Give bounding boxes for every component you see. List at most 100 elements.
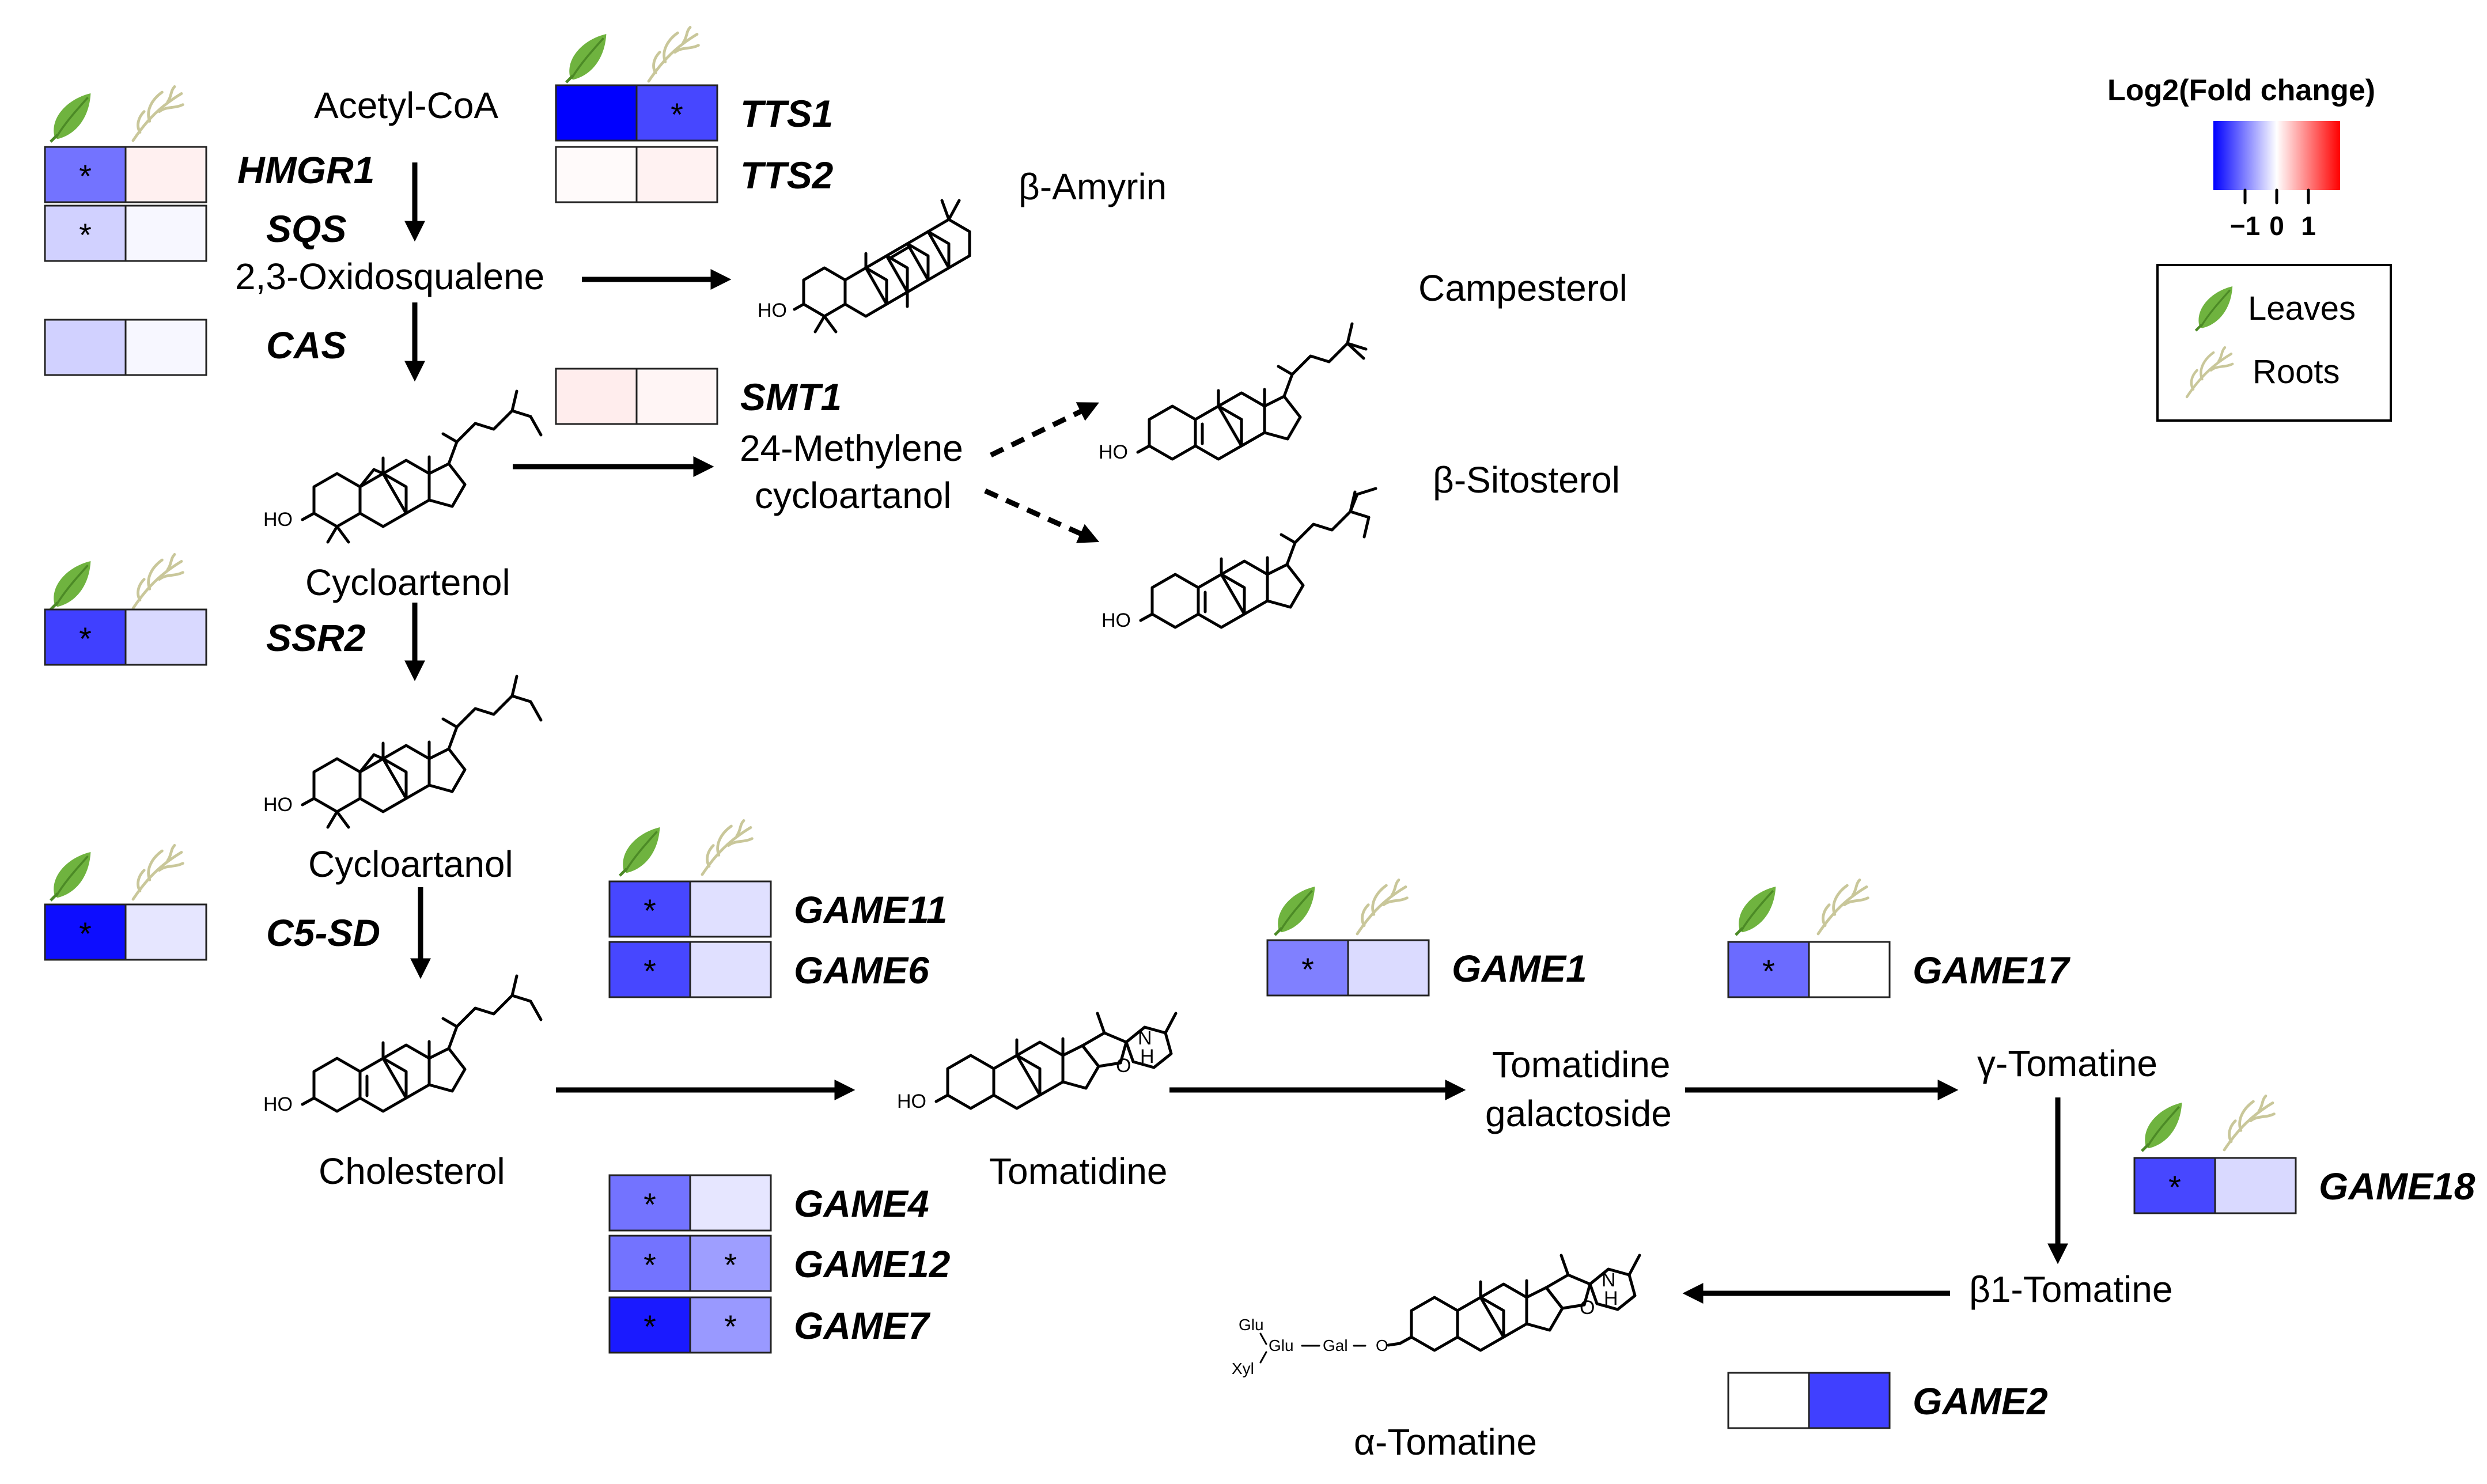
alpha-tomatine-glu-1: Glu [1269, 1337, 1294, 1354]
heatmap-cell-smt1-leaves [555, 368, 638, 425]
heatmap-cell-game17-roots [1808, 941, 1891, 998]
heatmap-cell-game12-roots [689, 1235, 772, 1292]
beta-amyrin-ho-label: HO [758, 300, 787, 321]
cycloartanol-ho-label: HO [263, 794, 293, 816]
structure-beta-sitosterol: HO [1101, 487, 1377, 631]
gene-label-ssr2: SSR2 [266, 616, 366, 659]
compound-alpha-tomatine: α-Tomatine [1354, 1421, 1537, 1463]
root-icon-4 [131, 843, 184, 901]
legend-root-icon [2185, 346, 2234, 399]
alpha-tomatine-sugar-bond-4 [1259, 1351, 1267, 1364]
heatmap-cell-hmgr1-roots [124, 146, 207, 203]
gene-c5-sd: * C5-SD [44, 903, 380, 961]
significance-mark-game7-roots: * [724, 1308, 737, 1345]
alpha-tomatine-o-link: O [1376, 1337, 1388, 1354]
legend: Log2(Fold change) −1 0 1 Leaves Roots [2107, 74, 2392, 422]
tomatidine-o-label: O [1116, 1055, 1131, 1077]
heatmap-cell-game2-leaves [1727, 1372, 1810, 1429]
gene-label-smt1: SMT1 [740, 376, 842, 418]
significance-mark-sqs-leaves: * [79, 217, 92, 253]
heatmap-cell-game12-leaves [608, 1235, 691, 1292]
heatmap-cell-cas-leaves [44, 319, 127, 376]
root-icon-5 [701, 819, 754, 876]
alpha-tomatine-sugar-bond-3 [1259, 1332, 1267, 1345]
tomatidine-ho-label: HO [897, 1091, 926, 1112]
significance-mark-game12-roots: * [724, 1247, 737, 1283]
alpha-tomatine-n-label: N [1602, 1269, 1616, 1291]
alpha-tomatine-xyl: Xyl [1232, 1360, 1254, 1377]
heatmap-cell-ssr2-leaves [44, 608, 127, 666]
heatmap-cell-c5-sd-leaves [44, 903, 127, 961]
significance-mark-game1-leaves: * [1301, 951, 1314, 987]
root-icon-7 [1816, 878, 1869, 936]
gene-label-sqs: SQS [266, 207, 346, 250]
compound-tomatidine-galactoside-line1: Tomatidine [1492, 1044, 1671, 1085]
heatmap-cell-smt1-roots [635, 368, 718, 425]
heatmap-cell-game6-leaves [608, 941, 691, 998]
reaction-arrows [404, 162, 2068, 1304]
legend-tick-mid: 0 [2269, 211, 2284, 241]
gene-label-game11: GAME11 [794, 888, 948, 931]
leaf-icon-7 [1735, 887, 1776, 936]
compound-beta-sitosterol: β-Sitosterol [1433, 459, 1620, 501]
compound-tomatidine-galactoside-line2: galactoside [1485, 1093, 1672, 1134]
gene-game17: *GAME17 [1727, 941, 2071, 998]
heatmap-cell-game4-leaves [608, 1174, 691, 1232]
compound-cycloartanol: Cycloartanol [308, 843, 513, 885]
gene-label-game4: GAME4 [794, 1182, 929, 1225]
heatmap-layer: *HMGR1*SQSCAS*TTS1TTS2SMT1*SSR2*C5-SD*GA… [44, 25, 2475, 1429]
legend-root-glyph [2185, 346, 2234, 399]
gene-label-game2: GAME2 [1913, 1380, 2048, 1422]
cycloartenol-ho-label: HO [263, 509, 293, 531]
gene-tts2: TTS2 [555, 146, 834, 203]
gene-game6: *GAME6 [608, 941, 930, 998]
root-icon-3 [131, 552, 184, 610]
root-icon-6 [1356, 878, 1409, 936]
significance-mark-c5-sd-leaves: * [79, 915, 92, 952]
significance-mark-game6-leaves: * [643, 953, 656, 989]
legend-leaf-glyph [2194, 286, 2233, 332]
gene-game7: **GAME7 [608, 1296, 931, 1354]
legend-tick-high: 1 [2301, 211, 2316, 241]
compound-24-methylene-line2: cycloartanol [755, 475, 952, 516]
leaf-icon-2 [565, 34, 607, 84]
root-icon-1 [131, 85, 184, 142]
beta-sitosterol-ho-label: HO [1101, 610, 1131, 631]
root-icon-2 [647, 25, 700, 83]
structure-tomatidine: O N H HO [897, 1012, 1178, 1112]
compound-cholesterol: Cholesterol [319, 1150, 505, 1192]
heatmap-cell-game6-roots [689, 941, 772, 998]
significance-mark-game7-leaves: * [643, 1308, 656, 1345]
gene-hmgr1: *HMGR1 [44, 146, 374, 203]
gene-label-c5-sd: C5-SD [266, 911, 380, 954]
tomatidine-n-label: N [1138, 1027, 1152, 1049]
legend-leaf-icon [2194, 286, 2233, 332]
compound-tomatidine: Tomatidine [989, 1150, 1168, 1192]
gene-tts1: *TTS1 [555, 84, 833, 142]
heatmap-cell-game17-leaves [1727, 941, 1810, 998]
alpha-tomatine-gal: Gal [1323, 1337, 1348, 1354]
structure-cycloartenol: HO [263, 391, 543, 544]
structure-cholesterol: HO [263, 976, 543, 1115]
gene-smt1: SMT1 [555, 368, 842, 425]
gene-game4: *GAME4 [608, 1174, 929, 1232]
significance-mark-game12-leaves: * [643, 1247, 656, 1283]
compound-oxidosqualene: 2,3-Oxidosqualene [235, 256, 544, 297]
gene-label-game12: GAME12 [794, 1243, 951, 1285]
structure-campesterol: HO [1099, 324, 1366, 463]
heatmap-cell-hmgr1-leaves [44, 146, 127, 203]
gene-label-tts2: TTS2 [740, 154, 834, 196]
heatmap-cell-game4-roots [689, 1174, 772, 1232]
root-icon-8 [2223, 1094, 2276, 1152]
significance-mark-hmgr1-leaves: * [79, 158, 92, 194]
heatmap-cell-game1-roots [1347, 939, 1430, 997]
campesterol-ho-label: HO [1099, 441, 1128, 463]
structure-beta-amyrin: HO [758, 199, 971, 334]
compound-beta1-tomatine: β1-Tomatine [1969, 1269, 2172, 1310]
heatmap-cell-game7-roots [689, 1296, 772, 1354]
leaf-icon-6 [1274, 887, 1315, 936]
leaf-icon-8 [2141, 1103, 2182, 1152]
alpha-tomatine-glu-2: Glu [1239, 1316, 1264, 1334]
gene-game12: * * GAME12 [608, 1235, 951, 1292]
heatmap-cell-game1-leaves [1266, 939, 1349, 997]
